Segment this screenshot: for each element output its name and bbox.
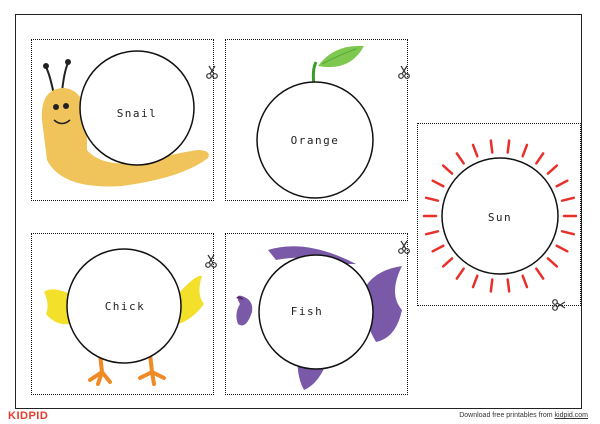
- sun-ray: [471, 143, 479, 158]
- sun-ray: [546, 164, 559, 175]
- orange-leaf-illustration: [256, 45, 374, 199]
- footer-text: Download free printables from kidpid.com: [459, 412, 588, 419]
- card-label: Orange: [290, 134, 340, 147]
- snail-card: Snail: [31, 39, 214, 201]
- scissors-icon: [398, 65, 410, 79]
- card-label: Snail: [116, 107, 158, 120]
- chick-illustration: [44, 248, 204, 386]
- sun-ray: [441, 164, 454, 175]
- sun-ray: [521, 274, 529, 289]
- sun-ray: [535, 152, 545, 165]
- worksheet-frame: [15, 14, 582, 409]
- footer-link[interactable]: kidpid.com: [554, 412, 588, 419]
- sun-card: Sun: [417, 123, 581, 306]
- scissors-icon: [552, 299, 566, 311]
- kidpid-logo: KIDPID: [8, 410, 49, 422]
- sun-ray: [535, 267, 545, 280]
- sun-ray: [546, 257, 559, 268]
- sun-ray: [560, 230, 576, 236]
- card-label: Fish: [290, 305, 324, 318]
- sun-ray: [424, 196, 440, 202]
- sun-ray: [560, 196, 576, 202]
- sun-ray: [555, 244, 569, 253]
- sun-ray: [431, 179, 445, 188]
- sun-ray: [506, 139, 511, 154]
- card-label: Sun: [487, 211, 513, 224]
- orange-card: Orange: [225, 39, 408, 201]
- sun-rays-illustration: [422, 139, 578, 293]
- sun-ray: [489, 278, 494, 293]
- sun-ray: [471, 274, 479, 289]
- sun-ray: [441, 257, 454, 268]
- sun-ray: [489, 139, 494, 154]
- sun-ray: [506, 278, 511, 293]
- fish-card: Fish: [225, 233, 408, 395]
- scissors-icon: [205, 254, 217, 268]
- sun-ray: [455, 267, 465, 280]
- scissors-icon: [206, 65, 218, 79]
- fish-illustration: [236, 246, 402, 390]
- snail-illustration: [41, 50, 209, 187]
- footer-download-text: Download free printables from: [459, 412, 555, 419]
- sun-ray: [431, 244, 445, 253]
- scissors-icon: [398, 240, 410, 254]
- sun-ray: [424, 230, 440, 236]
- chick-card: Chick: [31, 233, 214, 395]
- sun-ray: [555, 179, 569, 188]
- sun-ray: [521, 143, 529, 158]
- card-label: Chick: [104, 300, 146, 313]
- sun-ray: [455, 152, 465, 165]
